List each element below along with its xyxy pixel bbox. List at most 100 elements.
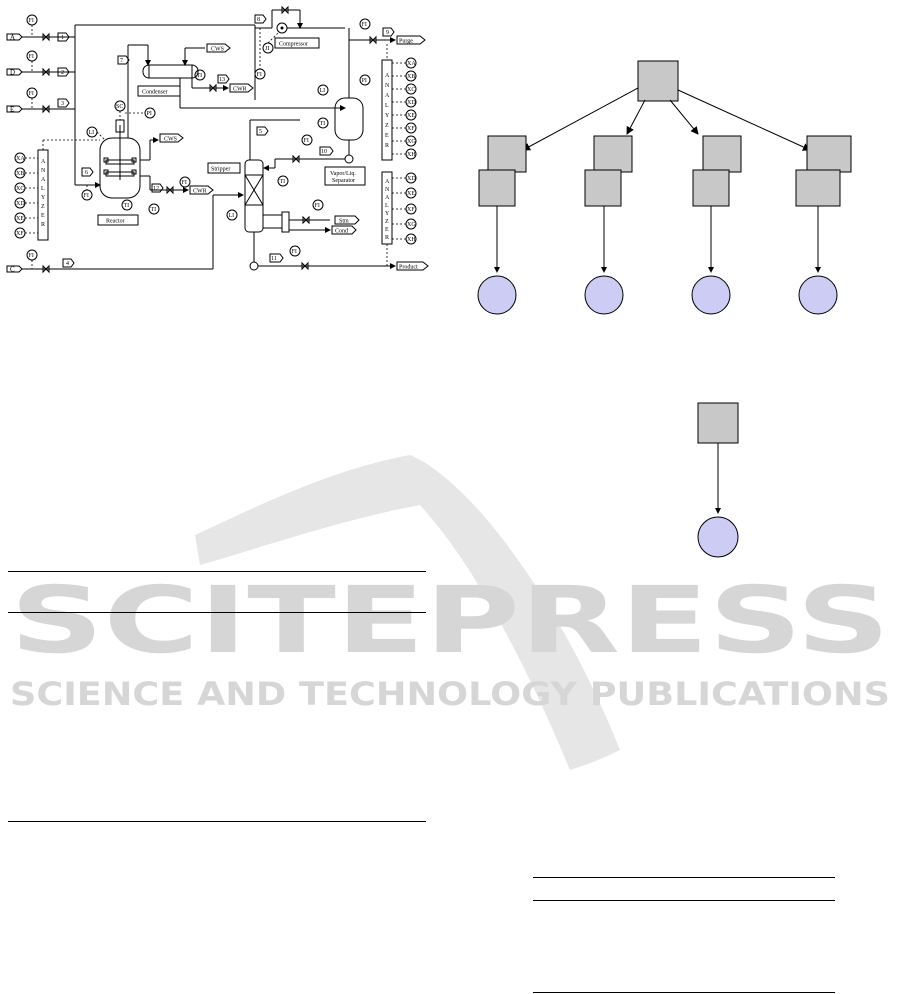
ti-condenser — [194, 69, 206, 81]
svg-text:A: A — [385, 93, 390, 99]
tree-root-node — [637, 60, 679, 102]
stream-13-tag — [217, 74, 230, 84]
stream-11-tag — [269, 253, 284, 263]
svg-text:N: N — [385, 187, 390, 193]
stream-9-tag — [382, 27, 395, 37]
svg-text:A: A — [41, 177, 46, 183]
cws-condenser — [206, 43, 231, 53]
svg-text:A: A — [385, 179, 390, 185]
svg-text:N: N — [385, 83, 390, 89]
fi-a-label: FI — [29, 18, 34, 24]
table-rule-top-left — [8, 571, 426, 572]
tree-branch-4 — [795, 135, 852, 315]
table-rule-bottom-left — [8, 821, 426, 822]
svg-text:XH: XH — [407, 152, 416, 158]
purge-arrow — [396, 35, 426, 45]
svg-text:JI: JI — [265, 46, 269, 52]
cwr-reactor — [189, 185, 214, 195]
stream-3-label: 3 — [61, 101, 64, 107]
cond-arrow — [331, 225, 357, 235]
svg-text:XF: XF — [407, 207, 415, 213]
svg-text:R: R — [41, 222, 45, 228]
cwr-condenser — [229, 83, 254, 93]
stream-5-tag — [256, 126, 269, 136]
feed-a-label: A — [10, 34, 15, 42]
svg-text:XB: XB — [407, 74, 415, 80]
compressor-label-box — [274, 37, 320, 49]
svg-text:A: A — [385, 195, 390, 201]
watermark-swoosh — [195, 455, 620, 770]
valve-a — [42, 32, 50, 42]
svg-text:XF: XF — [407, 126, 415, 132]
valve-e — [42, 104, 50, 114]
svg-text:XD: XD — [16, 201, 25, 207]
svg-text:XC: XC — [16, 186, 24, 192]
svg-text:9: 9 — [386, 30, 389, 36]
svg-text:XC: XC — [407, 87, 415, 93]
tree-leaf-1 — [477, 275, 517, 315]
svg-text:A: A — [41, 159, 46, 165]
svg-text:12: 12 — [153, 186, 159, 192]
svg-text:E: E — [41, 213, 45, 219]
pi-separator — [359, 74, 371, 86]
svg-text:XE: XE — [407, 113, 415, 119]
feed-e-label: E — [10, 106, 14, 114]
condenser-label: Condenser — [142, 90, 168, 96]
table-rule-mid-left — [8, 612, 426, 613]
ti-12 — [148, 203, 160, 215]
svg-text:XD: XD — [407, 176, 416, 182]
reactor-label: Reactor — [106, 219, 125, 225]
svg-text:Cond: Cond — [335, 229, 348, 235]
svg-text:TI: TI — [124, 203, 130, 209]
stripper-label-box — [207, 162, 241, 174]
analyzer-left-word: A N A L Y Z E R — [41, 159, 46, 228]
svg-text:Z: Z — [385, 123, 389, 129]
svg-text:SC: SC — [116, 104, 123, 110]
svg-text:8: 8 — [257, 17, 260, 23]
process-diagram-group: A FI 1 D FI 2 E FI 3 A — [6, 5, 429, 274]
stream-6-label: 6 — [85, 170, 88, 176]
stream-6-tag — [81, 167, 94, 177]
condenser-unit — [142, 64, 199, 79]
svg-text:CWR: CWR — [233, 87, 247, 93]
reactor-label-box — [97, 214, 139, 226]
feed-d-label: D — [10, 69, 15, 77]
svg-text:Z: Z — [385, 219, 389, 225]
svg-text:XG: XG — [407, 222, 416, 228]
reboiler — [281, 211, 290, 233]
pi-reactor — [144, 107, 156, 119]
svg-text:L: L — [385, 103, 389, 109]
stream-1-label: 1 — [61, 35, 64, 41]
svg-text:TI: TI — [320, 121, 326, 127]
table-rule-mid-right — [533, 900, 835, 901]
svg-text:R: R — [385, 235, 389, 241]
simple-graph-bottom — [697, 402, 739, 558]
svg-text:XA: XA — [407, 61, 416, 67]
stream-7-tag — [117, 55, 130, 65]
analyzer-purge-word: A N A L Y Z E R — [385, 73, 390, 149]
fi-d-label: FI — [29, 54, 34, 60]
stripper-column — [244, 159, 264, 233]
svg-text:Purge: Purge — [399, 39, 413, 45]
valve-d — [42, 67, 50, 77]
svg-text:PI: PI — [362, 78, 367, 84]
svg-text:10: 10 — [321, 149, 327, 155]
svg-text:5: 5 — [259, 129, 262, 135]
svg-text:13: 13 — [219, 77, 225, 83]
svg-text:CWS: CWS — [164, 137, 177, 143]
fi-e-label: FI — [29, 91, 34, 97]
separator-label-line2: Separator — [332, 178, 355, 184]
tree-branch-1 — [477, 135, 527, 315]
feed-c-arrow — [6, 265, 23, 273]
tree-branch-3 — [691, 135, 742, 315]
svg-text:FI: FI — [182, 180, 187, 186]
separator-vessel — [334, 97, 364, 141]
simple-root-node — [697, 402, 739, 444]
svg-text:Stm: Stm — [339, 219, 349, 225]
simple-leaf-node — [697, 516, 739, 558]
svg-text:4: 4 — [66, 261, 69, 267]
svg-text:TI: TI — [151, 207, 157, 213]
svg-text:CWS: CWS — [211, 47, 224, 53]
product-pump — [249, 261, 259, 271]
